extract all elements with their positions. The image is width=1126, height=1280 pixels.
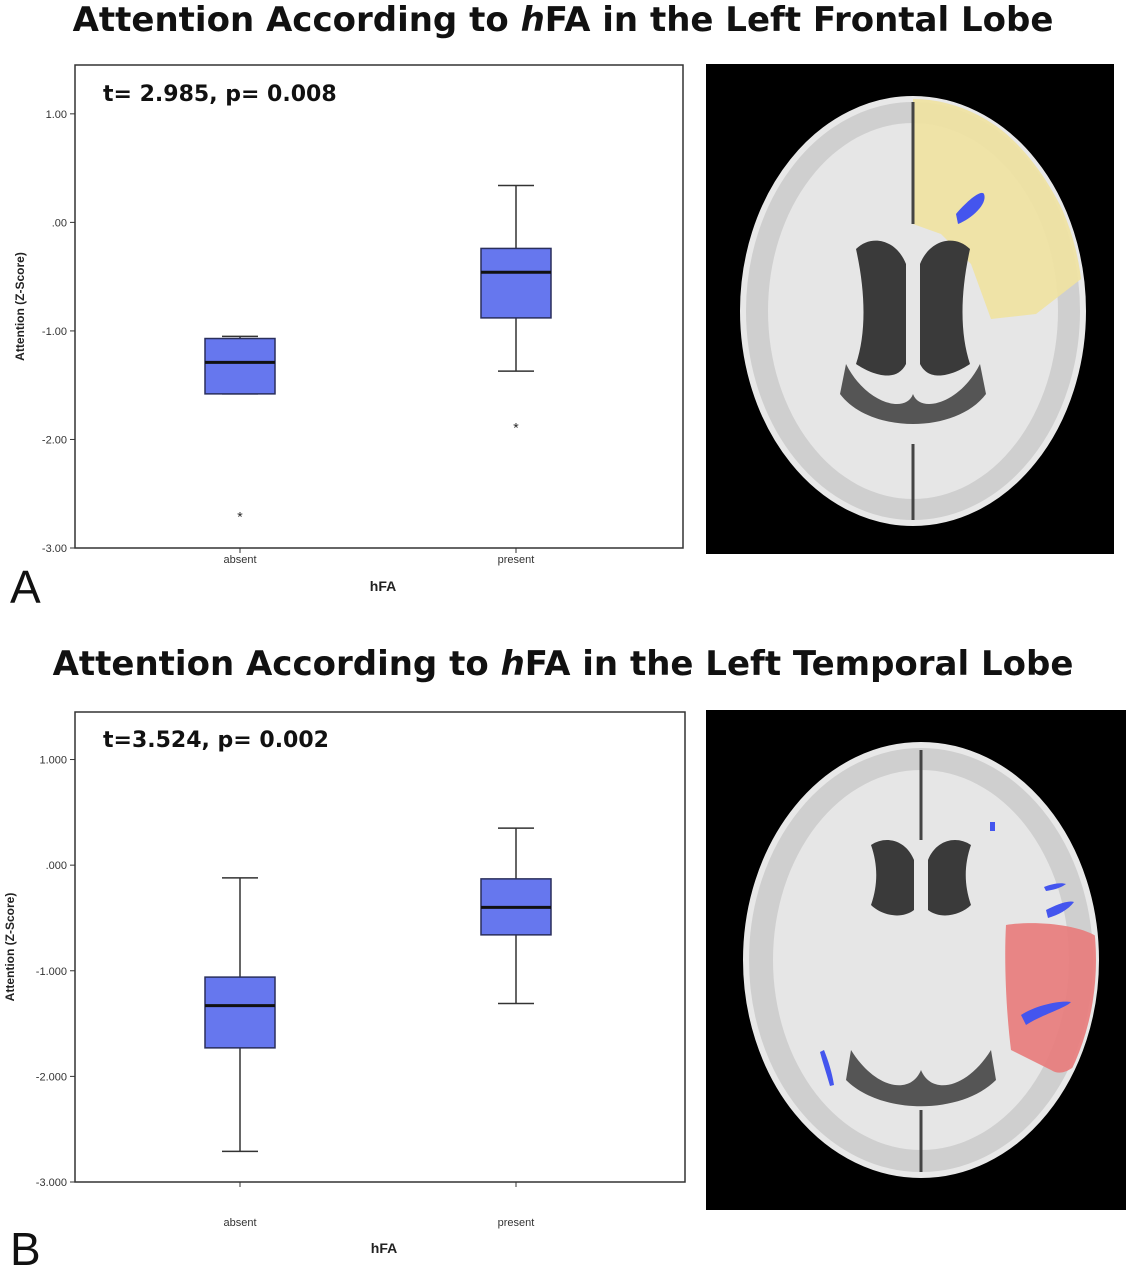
brain-mri-image-temporal	[706, 710, 1126, 1210]
y-tick-label: -3.00	[42, 543, 67, 555]
hfa-cluster	[956, 192, 985, 224]
box-iqr	[204, 976, 276, 1049]
brain-axial-slice	[740, 96, 1086, 526]
x-tick-label: present	[498, 554, 535, 566]
plot-frame	[74, 64, 684, 549]
hfa-cluster-insula	[1046, 901, 1074, 918]
white-matter	[773, 770, 1069, 1150]
box-absent: *	[204, 335, 276, 524]
panel-letter: A	[10, 561, 41, 613]
x-tick-label: absent	[223, 554, 256, 566]
stat-annotation: t= 2.985, p= 0.008	[103, 82, 337, 107]
y-axis-label: Attention (Z-Score)	[3, 893, 17, 1002]
brain-axial-slice	[743, 742, 1099, 1178]
hfa-cluster-insula-upper	[1044, 883, 1066, 891]
posterior-horns	[840, 364, 986, 424]
box-present	[480, 827, 552, 1005]
outlier-marker: *	[237, 508, 243, 524]
frontal-horn-right	[871, 840, 914, 916]
lateral-ventricle-right	[856, 240, 906, 376]
y-tick-label: 1.000	[39, 755, 67, 767]
panel-a: Attention According to hFA in the Left F…	[0, 0, 1126, 613]
y-tick-label: -2.00	[42, 434, 67, 446]
title-text-post: FA in the Left Frontal Lobe	[544, 0, 1054, 40]
box-present: *	[480, 184, 552, 435]
y-tick-label: .000	[46, 860, 67, 872]
hfa-cluster-frontal	[990, 822, 995, 831]
y-tick-label: -2.000	[36, 1071, 67, 1083]
y-axis-label: Attention (Z-Score)	[13, 252, 27, 361]
panel-title: Attention According to hFA in the Left T…	[0, 644, 1126, 684]
title-text-italic: h	[520, 0, 545, 40]
hfa-cluster-temporal	[1021, 1001, 1071, 1025]
posterior-horns	[846, 1050, 996, 1107]
box-iqr	[480, 247, 552, 319]
box-iqr	[204, 337, 276, 395]
plot-frame	[74, 711, 686, 1183]
stat-annotation: t=3.524, p= 0.002	[103, 728, 329, 753]
panel-b: Attention According to hFA in the Left T…	[0, 640, 1126, 1280]
box-plot-temporal: 1.000 .000 -1.000 -2.000 -3.000 Attention (Z-…	[3, 711, 686, 1256]
lateral-ventricle-left	[920, 240, 970, 376]
outlier-marker: *	[513, 419, 519, 435]
x-tick-label: present	[498, 1217, 535, 1229]
frontal-lobe-highlight	[913, 99, 1081, 319]
x-tick-label: absent	[223, 1217, 256, 1229]
frontal-horn-left	[928, 840, 971, 916]
x-axis-label: hFA	[371, 1240, 397, 1256]
x-axis-label: hFA	[370, 578, 396, 594]
panel-letter: B	[10, 1223, 41, 1275]
brain-mri-image-frontal	[706, 64, 1114, 554]
hfa-cluster-occipital	[820, 1050, 834, 1086]
y-tick-label: -3.000	[36, 1177, 67, 1189]
box-absent	[204, 877, 276, 1153]
temporal-lobe-highlight	[1005, 923, 1096, 1073]
y-tick-label: -1.000	[36, 966, 67, 978]
y-tick-label: .00	[52, 217, 67, 229]
panel-title: Attention According to hFA in the Left F…	[0, 0, 1126, 40]
y-tick-label: -1.00	[42, 326, 67, 338]
title-text-italic: h	[500, 644, 525, 684]
box-plot-frontal: 1.00 .00 -1.00 -2.00 -3.00 Attention (Z-Score…	[13, 64, 684, 594]
y-tick-label: 1.00	[46, 109, 67, 121]
title-text-post: FA in the Left Temporal Lobe	[524, 644, 1074, 684]
title-text-pre: Attention According to	[52, 644, 501, 684]
title-text-pre: Attention According to	[72, 0, 521, 40]
